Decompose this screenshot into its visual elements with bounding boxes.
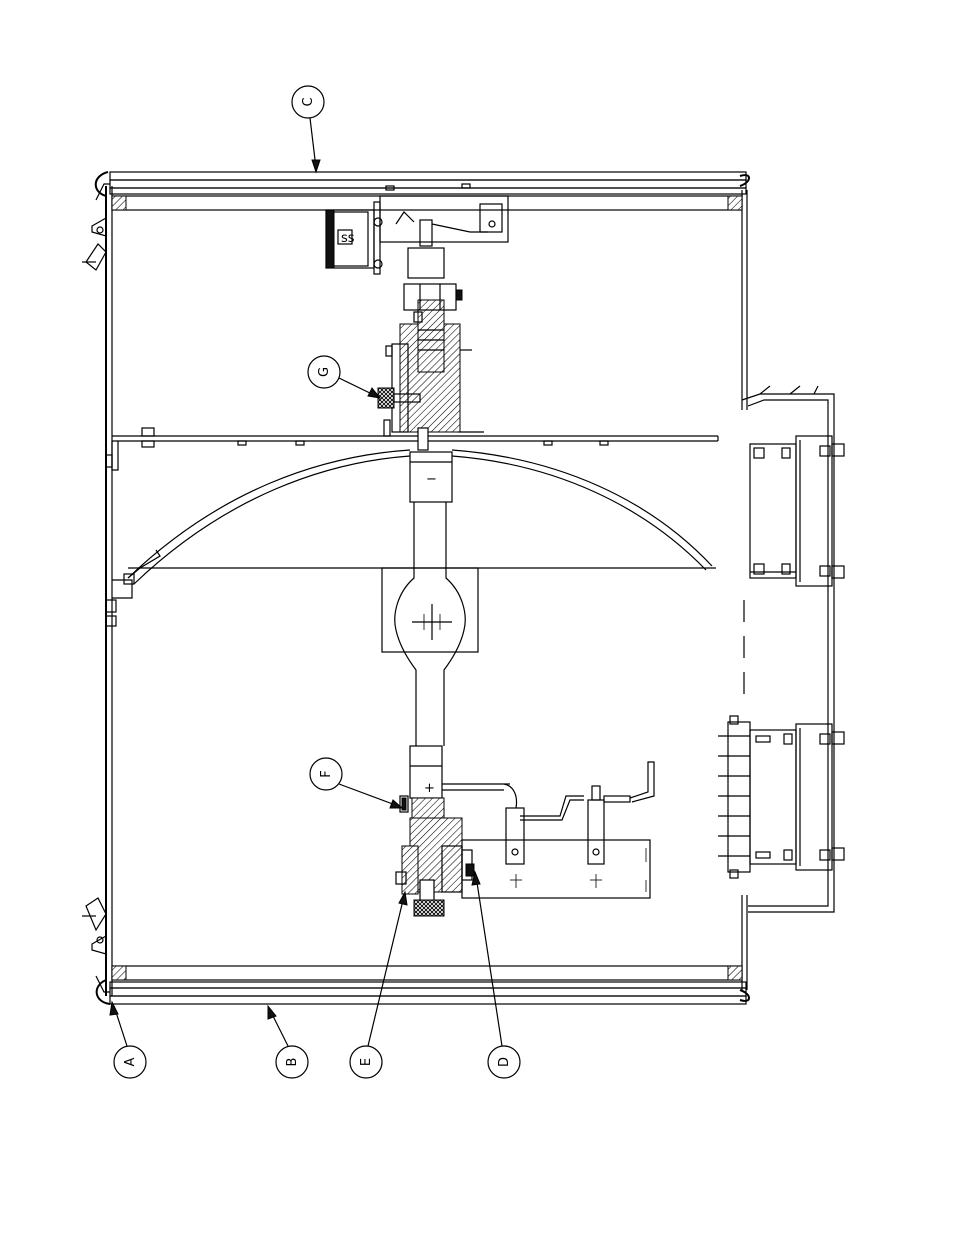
callout-label-F: F xyxy=(319,770,334,777)
callout-label-A: A xyxy=(123,1057,138,1066)
lamp-negative-mark: − xyxy=(426,472,437,487)
callout-F: F xyxy=(310,758,402,808)
igniter-box: ss xyxy=(326,184,508,278)
callout-B: B xyxy=(268,1006,308,1078)
callout-D: D xyxy=(472,872,520,1078)
top-rail xyxy=(96,172,749,210)
starter-assembly xyxy=(462,762,654,898)
callout-label-G: G xyxy=(317,367,332,377)
callout-C: C xyxy=(292,86,324,172)
cathode-connector xyxy=(386,284,484,450)
lower-heat-sink xyxy=(718,716,844,878)
fan-housing xyxy=(742,386,834,912)
svg-text:ss: ss xyxy=(341,231,355,246)
callout-label-B: B xyxy=(285,1058,300,1067)
lamp-positive-mark: + xyxy=(424,781,435,796)
callout-label-D: D xyxy=(497,1057,512,1067)
xenon-lamp xyxy=(395,452,510,798)
callout-G: G xyxy=(308,356,380,398)
callout-label-C: C xyxy=(301,97,316,106)
callout-E: E xyxy=(350,892,407,1078)
callout-A: A xyxy=(110,1002,146,1078)
upper-heat-sink xyxy=(750,436,844,586)
callout-label-E: E xyxy=(359,1058,374,1066)
bottom-rail xyxy=(97,966,749,1004)
